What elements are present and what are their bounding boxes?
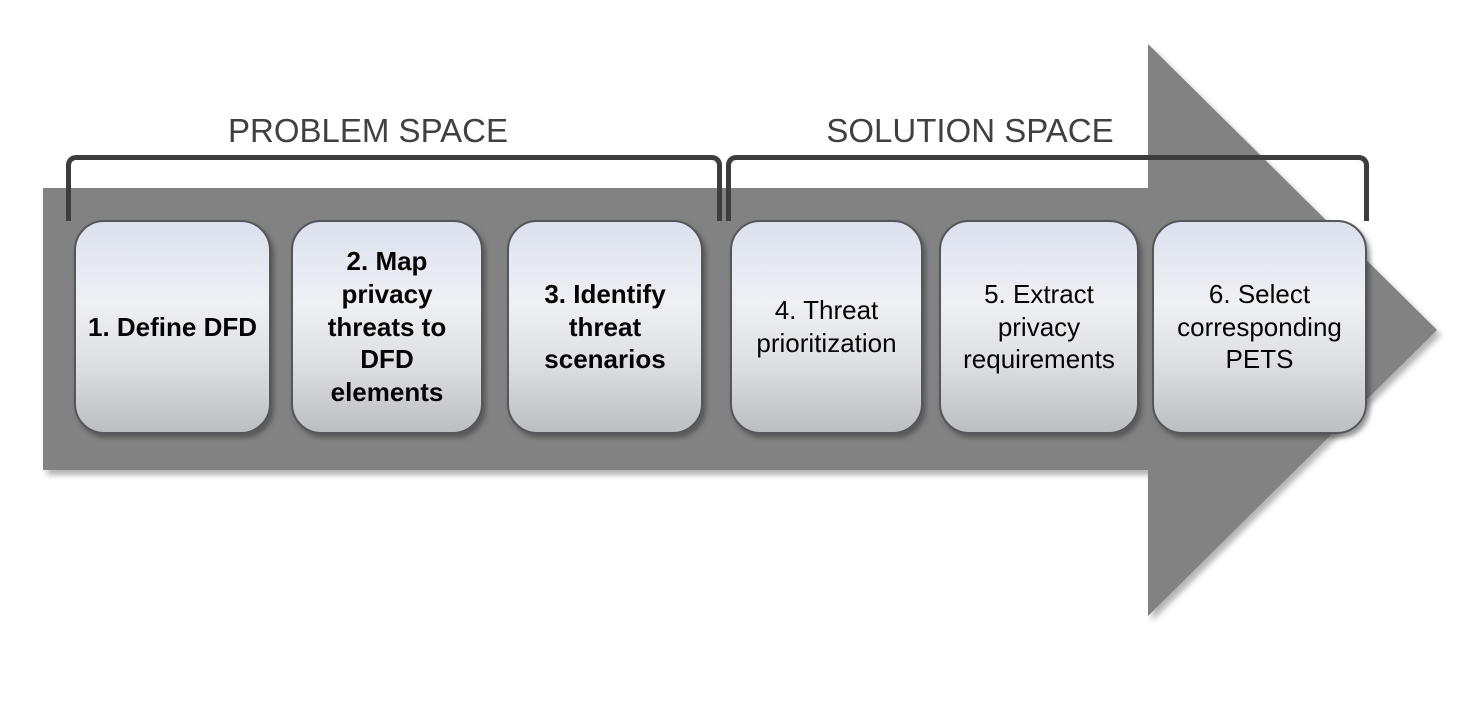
step-box-extract-privacy-requirements: 5. Extract privacy requirements bbox=[939, 220, 1139, 434]
step-box-threat-prioritization: 4. Threat prioritization bbox=[730, 220, 923, 434]
solution-space-bracket bbox=[726, 155, 1369, 221]
solution-space-label: SOLUTION SPACE bbox=[826, 112, 1114, 149]
step-box-identify-threat-scenarios: 3. Identify threat scenarios bbox=[507, 220, 703, 434]
problem-space-bracket bbox=[66, 155, 722, 221]
step-box-select-corresponding-pets: 6. Select corresponding PETS bbox=[1152, 220, 1367, 434]
step-label: 3. Identify threat scenarios bbox=[544, 278, 666, 375]
step-box-define-dfd: 1. Define DFD bbox=[74, 220, 271, 434]
step-box-map-privacy-threats: 2. Map privacy threats to DFD elements bbox=[291, 220, 483, 434]
step-label: 2. Map privacy threats to DFD elements bbox=[327, 246, 447, 408]
step-label: 1. Define DFD bbox=[87, 311, 258, 342]
step-label: 6. Select corresponding PETS bbox=[1177, 278, 1342, 375]
problem-space-label: PROBLEM SPACE bbox=[228, 112, 508, 149]
step-label: 4. Threat prioritization bbox=[756, 295, 897, 358]
step-label: 5. Extract privacy requirements bbox=[963, 278, 1115, 375]
